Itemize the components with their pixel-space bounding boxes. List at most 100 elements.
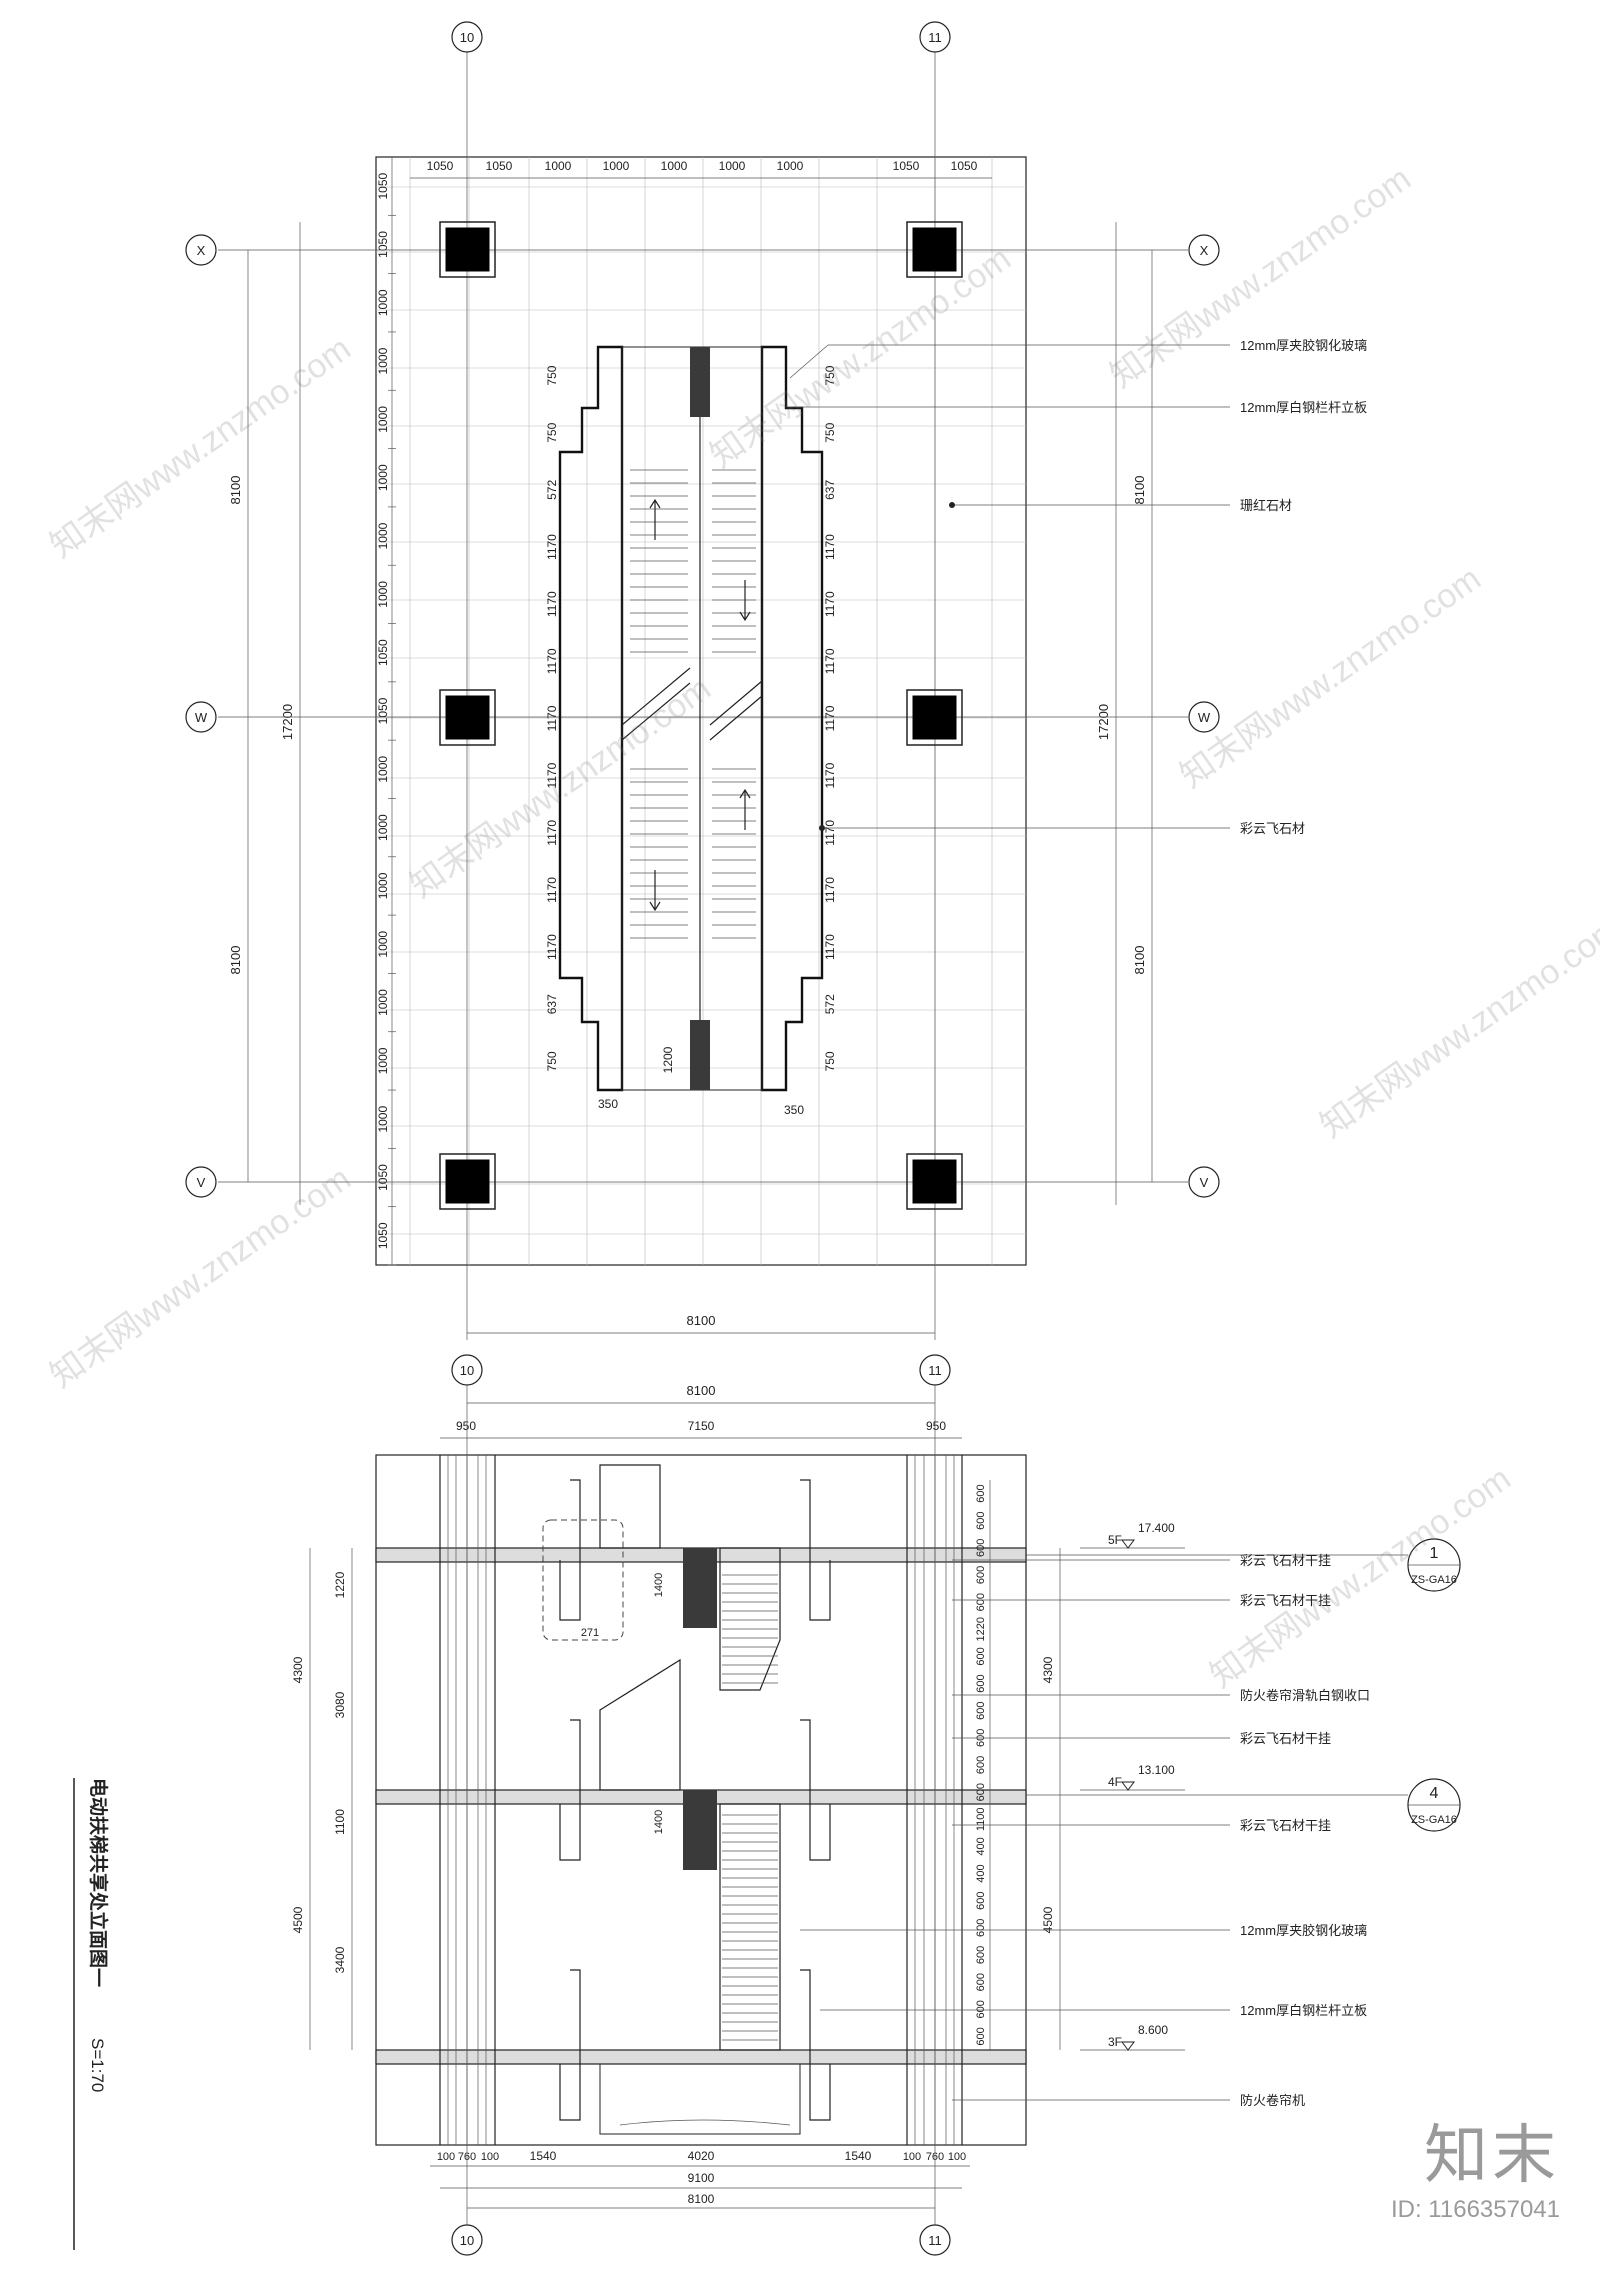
section-callouts: 1 ZS-GA16 4 ZS-GA16 bbox=[1025, 1538, 1461, 1832]
dim-label: 1050 bbox=[893, 159, 920, 173]
plan-leaders: 12mm厚夹胶钢化玻璃 12mm厚白钢栏杆立板 珊红石材 彩云飞石材 bbox=[789, 338, 1367, 836]
esc-dim-right: 750 bbox=[823, 365, 837, 385]
bottom-dim: 100 bbox=[948, 2151, 966, 2163]
plan-frame bbox=[375, 156, 1027, 1266]
bottom-dim: 100 bbox=[903, 2151, 921, 2163]
inner-dim-1400b: 1400 bbox=[653, 1810, 665, 1834]
dim-label: 1000 bbox=[376, 872, 390, 899]
bubble-w-right: W bbox=[1198, 710, 1211, 725]
note-4: 彩云飞石材干挂 bbox=[1240, 1731, 1331, 1746]
plan-overall-dimensions: 17200 8100 8100 17200 8100 8100 bbox=[228, 222, 1153, 1205]
esc-dim-left: 1170 bbox=[545, 648, 559, 674]
elev-right-dim: 600 bbox=[975, 1484, 987, 1502]
level-4f: 4F bbox=[1108, 1775, 1122, 1789]
esc-dim-left: 1170 bbox=[545, 762, 559, 788]
bubble-10-bottom: 10 bbox=[460, 2233, 474, 2248]
bubble-x-left: X bbox=[197, 243, 206, 258]
bubble-v-right: V bbox=[1200, 1175, 1209, 1190]
plan-label-steel-panel: 12mm厚白钢栏杆立板 bbox=[1240, 400, 1367, 415]
plan-label-red-stone: 珊红石材 bbox=[1240, 498, 1292, 513]
note-1: 彩云飞石材干挂 bbox=[1240, 1553, 1331, 1568]
level-5f-elev: 17.400 bbox=[1138, 1521, 1175, 1535]
plan-columns bbox=[439, 221, 963, 1210]
bubble-11-mid: 11 bbox=[928, 1363, 942, 1378]
dim-overall-right: 17200 bbox=[1096, 704, 1111, 740]
dim-label: 1050 bbox=[376, 697, 390, 724]
elev-right-overall: 4500 bbox=[1041, 1906, 1055, 1933]
plan-label-cloud-stone: 彩云飞石材 bbox=[1240, 821, 1305, 836]
esc-dim-right: 1170 bbox=[823, 648, 837, 674]
esc-dim-right: 1170 bbox=[823, 934, 837, 960]
dim-label: 1050 bbox=[376, 1222, 390, 1249]
esc-dim-right: 1170 bbox=[823, 820, 837, 846]
dim-label: 1050 bbox=[427, 159, 454, 173]
elev-right-dim: 600 bbox=[975, 1702, 987, 1720]
bubble-w-left: W bbox=[195, 710, 208, 725]
elev-right-dim: 600 bbox=[975, 2027, 987, 2045]
bottom-dim: 1540 bbox=[530, 2149, 557, 2163]
elev-right-overall: 4300 bbox=[1041, 1656, 1055, 1683]
elev-right-dim: 600 bbox=[975, 1512, 987, 1530]
esc-dim-left: 750 bbox=[545, 422, 559, 442]
callout-1-num: 1 bbox=[1430, 1545, 1439, 1562]
center-dim: 1200 bbox=[661, 1046, 675, 1073]
bubble-11-bottom: 11 bbox=[928, 2233, 942, 2248]
callout-1-ref: ZS-GA16 bbox=[1411, 1574, 1457, 1586]
escalator-elevation-steps bbox=[722, 1574, 778, 2041]
esc-dim-left: 1170 bbox=[545, 705, 559, 731]
esc-bottom-right: 350 bbox=[784, 1103, 804, 1117]
esc-dim-right: 1170 bbox=[823, 591, 837, 617]
elev-right-dim: 600 bbox=[975, 1973, 987, 1991]
dim-label: 1000 bbox=[376, 989, 390, 1016]
dim-label: 1000 bbox=[603, 159, 630, 173]
dim-label: 1000 bbox=[376, 756, 390, 783]
elev-right-dim: 600 bbox=[975, 1566, 987, 1584]
dim-label: 1050 bbox=[376, 231, 390, 258]
elev-left-dim: 1220 bbox=[333, 1571, 347, 1598]
balustrades bbox=[542, 1479, 831, 2121]
elev-right-dim: 600 bbox=[975, 1892, 987, 1910]
elev-left-dim: 1100 bbox=[333, 1809, 347, 1835]
dim-label: 1000 bbox=[376, 406, 390, 433]
inner-dim-271: 271 bbox=[581, 1627, 599, 1639]
escalator-steps bbox=[630, 469, 756, 939]
dim-label: 1000 bbox=[376, 1106, 390, 1133]
bubble-11-top: 11 bbox=[928, 30, 942, 45]
elev-left-dim: 3080 bbox=[333, 1691, 347, 1718]
elev-right-dim: 1220 bbox=[975, 1617, 987, 1641]
bubble-10-mid: 10 bbox=[460, 1363, 474, 1378]
plan-label-glass: 12mm厚夹胶钢化玻璃 bbox=[1240, 338, 1367, 353]
elev-top-right: 950 bbox=[926, 1419, 946, 1433]
level-4f-elev: 13.100 bbox=[1138, 1763, 1175, 1777]
dim-label: 1000 bbox=[376, 814, 390, 841]
elev-right-dim: 1100 bbox=[975, 1807, 987, 1831]
note-2: 彩云飞石材干挂 bbox=[1240, 1593, 1331, 1608]
elev-left-overall: 4300 bbox=[291, 1656, 305, 1683]
elev-top-mid: 7150 bbox=[688, 1419, 715, 1433]
elev-top-overall: 8100 bbox=[687, 1383, 716, 1398]
dim-label: 1000 bbox=[545, 159, 572, 173]
dim-label: 1050 bbox=[951, 159, 978, 173]
plan-left-dimensions: 1050 1050 1000 1000 1000 1000 1000 1000 1050 1050… bbox=[376, 157, 396, 1266]
elev-right-dim: 600 bbox=[975, 1946, 987, 1964]
elev-right-dimensions: 4300 4500 600600600600600122060060060060… bbox=[975, 1480, 1061, 2050]
dim-half-right-top: 8100 bbox=[1132, 476, 1147, 505]
elev-right-dim: 400 bbox=[975, 1864, 987, 1882]
level-5f: 5F bbox=[1108, 1533, 1122, 1547]
bottom-dim: 1540 bbox=[845, 2149, 872, 2163]
dim-label: 1000 bbox=[376, 581, 390, 608]
bottom-overall-b: 8100 bbox=[688, 2192, 715, 2206]
note-5: 彩云飞石材干挂 bbox=[1240, 1818, 1331, 1833]
dim-label: 1000 bbox=[376, 522, 390, 549]
dim-label: 1000 bbox=[719, 159, 746, 173]
level-3f: 3F bbox=[1108, 2035, 1122, 2049]
elev-top-left: 950 bbox=[456, 1419, 476, 1433]
esc-dim-right: 637 bbox=[823, 480, 837, 500]
dim-label: 1050 bbox=[376, 172, 390, 199]
dim-label: 1050 bbox=[376, 639, 390, 666]
dim-label: 1000 bbox=[376, 289, 390, 316]
dim-half-left-bottom: 8100 bbox=[228, 946, 243, 975]
esc-dim-right: 1170 bbox=[823, 877, 837, 903]
esc-dim-left: 750 bbox=[545, 365, 559, 385]
